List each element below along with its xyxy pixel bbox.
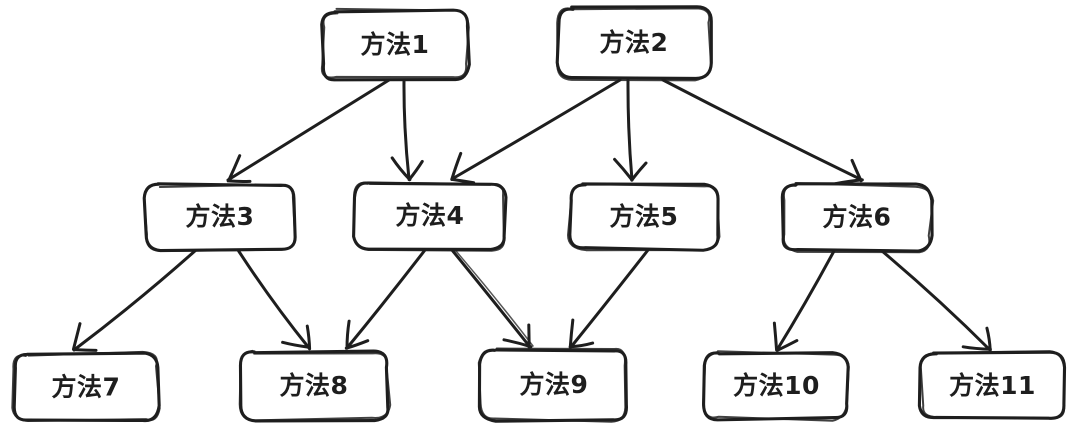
- node-n2[interactable]: 方法2: [555, 5, 713, 82]
- arrowhead-barb: [71, 322, 82, 351]
- arrowhead-barb: [568, 341, 595, 349]
- node-label: 方法11: [949, 371, 1036, 400]
- edge-shaft: [661, 78, 864, 182]
- node-box-second-stroke: [782, 182, 935, 254]
- node-n5[interactable]: 方法5: [567, 182, 721, 252]
- node-label: 方法7: [52, 373, 121, 402]
- arrowhead-barb: [227, 154, 242, 182]
- arrowhead-barb: [345, 319, 351, 350]
- edge-n3-to-n7[interactable]: [71, 248, 198, 352]
- arrowhead-barb: [613, 157, 633, 181]
- arrowhead-barb: [281, 340, 310, 349]
- node-box-second-stroke: [702, 350, 850, 422]
- arrowhead-barb: [850, 158, 863, 183]
- node-label: 方法1: [361, 30, 430, 59]
- node-box-second-stroke: [320, 7, 470, 79]
- edge-shaft: [775, 249, 836, 352]
- edge-shaft: [626, 78, 634, 182]
- arrowhead-barb: [450, 151, 463, 181]
- edge-shaft: [569, 248, 650, 349]
- edge-n3-to-n8[interactable]: [236, 248, 312, 351]
- edge-n1-to-n3[interactable]: [226, 78, 391, 183]
- node-label: 方法4: [396, 201, 465, 230]
- nodes-layer: 方法1 方法2 方法3 方法4 方法5 方法6 方法7 方法8 方法9 方法10 方法11: [11, 5, 1067, 423]
- arrowhead-barb: [985, 326, 992, 352]
- edge-shaft: [450, 248, 532, 349]
- arrowhead-barb: [772, 321, 779, 352]
- node-box-second-stroke: [238, 349, 392, 422]
- node-n11[interactable]: 方法11: [917, 350, 1067, 420]
- edge-n2-to-n6[interactable]: [661, 78, 864, 186]
- arrowhead-barb: [344, 339, 370, 350]
- node-n6[interactable]: 方法6: [780, 182, 935, 254]
- edge-n4-to-n9[interactable]: [450, 248, 534, 349]
- edge-n1-to-n4[interactable]: [390, 78, 424, 182]
- node-n4[interactable]: 方法4: [352, 181, 508, 252]
- arrowhead-barb: [450, 177, 476, 185]
- arrowhead-barb: [961, 345, 992, 351]
- edge-shaft-second-stroke: [455, 250, 534, 347]
- edge-shaft: [450, 78, 622, 181]
- node-label: 方法10: [733, 371, 820, 400]
- node-label: 方法2: [600, 28, 669, 57]
- node-box-second-stroke: [352, 181, 506, 252]
- node-label: 方法6: [823, 203, 892, 232]
- node-n7[interactable]: 方法7: [11, 350, 161, 423]
- edge-shaft: [345, 248, 427, 350]
- edge-n2-to-n4[interactable]: [450, 78, 622, 185]
- node-n9[interactable]: 方法9: [477, 347, 628, 423]
- edge-shaft: [880, 249, 992, 352]
- arrowhead-barb: [226, 179, 252, 183]
- node-n1[interactable]: 方法1: [320, 7, 471, 82]
- arrowhead-barb: [407, 159, 424, 182]
- arrowhead-barb: [305, 324, 312, 351]
- edge-shaft: [236, 248, 311, 350]
- node-box-second-stroke: [567, 182, 721, 252]
- node-box: [555, 5, 713, 81]
- node-label: 方法9: [520, 370, 589, 399]
- arrowhead-barb: [630, 161, 648, 182]
- node-n8[interactable]: 方法8: [238, 349, 392, 423]
- node-box-second-stroke: [11, 350, 161, 423]
- arrowhead-barb: [390, 156, 412, 182]
- edge-shaft: [72, 248, 198, 352]
- edge-n6-to-n10[interactable]: [772, 249, 836, 352]
- edge-n6-to-n11[interactable]: [880, 249, 992, 352]
- edge-n2-to-n5[interactable]: [613, 78, 648, 182]
- arrowhead-barb: [72, 348, 98, 352]
- node-label: 方法8: [280, 371, 349, 400]
- edge-shaft: [226, 78, 391, 182]
- node-box-second-stroke: [919, 350, 1066, 420]
- node-box-second-stroke: [477, 347, 627, 423]
- node-label: 方法5: [610, 202, 679, 231]
- edge-shaft: [402, 78, 411, 181]
- node-n3[interactable]: 方法3: [142, 182, 297, 253]
- node-box-second-stroke: [143, 183, 297, 252]
- node-label: 方法3: [186, 202, 255, 231]
- node-box-second-stroke: [556, 7, 713, 82]
- edge-n5-to-n9[interactable]: [568, 248, 650, 349]
- arrowhead-barb: [775, 339, 799, 352]
- node-n10[interactable]: 方法10: [702, 350, 850, 422]
- edge-n4-to-n8[interactable]: [344, 248, 427, 350]
